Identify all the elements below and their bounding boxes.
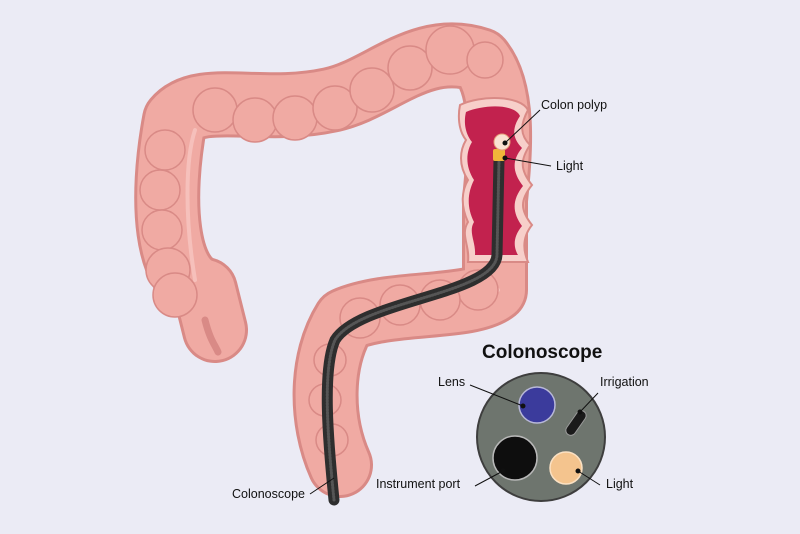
colonoscope-tube [321,154,505,506]
inset-light-label: Light [606,477,634,491]
haustra [139,25,504,457]
instrument-port-label: Instrument port [376,477,461,491]
appendix [201,316,222,356]
inset-leader-lines [469,384,601,487]
lens-label: Lens [438,375,466,389]
colon-polyp-label: Colon polyp [541,98,608,112]
scope-face-inset [476,372,606,502]
irrigation-label: Irrigation [600,375,649,389]
lens-port [518,386,556,424]
inset-title: Colonoscope [482,342,603,363]
leader-lines [309,109,552,495]
light-port [549,451,583,485]
light-label: Light [556,159,584,173]
irrigation-channel [565,410,587,436]
colonoscope-label: Colonoscope [232,487,305,501]
colon-polyp [493,133,511,151]
instrument-port-hole [492,435,538,481]
scope-tip-light [493,149,505,161]
